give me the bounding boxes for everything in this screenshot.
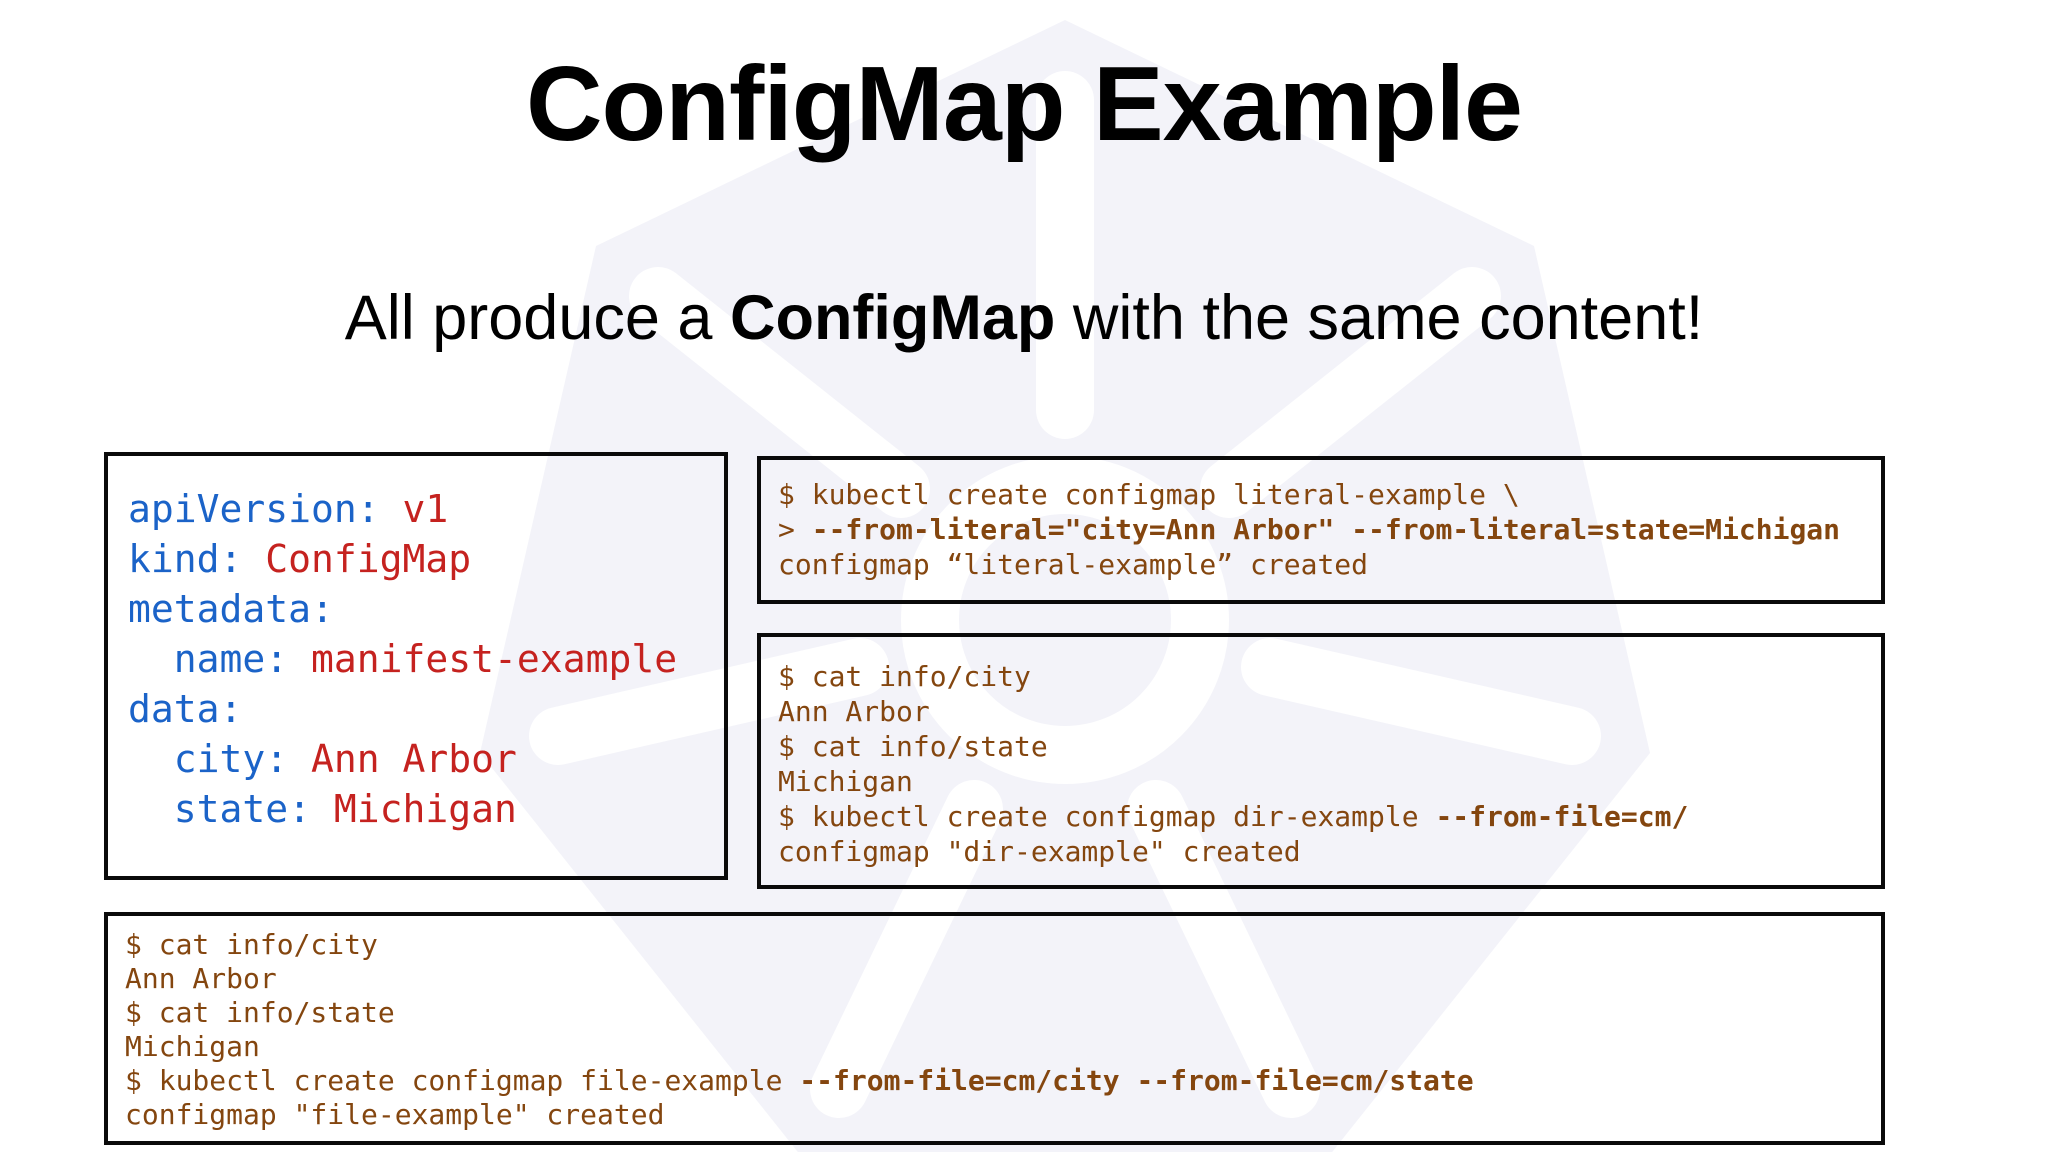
code-line: configmap "file-example" created [125, 1098, 1881, 1132]
page-title: ConfigMap Example [525, 45, 1523, 163]
terminal-text: $ cat info/state [778, 730, 1048, 763]
terminal-text: Ann Arbor [778, 695, 930, 728]
code-line: Michigan [778, 764, 1881, 799]
terminal-text: $ kubectl create configmap file-example [125, 1064, 800, 1097]
yaml-key: kind: [128, 537, 266, 581]
code-line: $ kubectl create configmap dir-example -… [778, 799, 1881, 834]
yaml-value: Michigan [333, 787, 517, 831]
yaml-key: name: [128, 637, 312, 681]
code-line: apiVersion: v1 [128, 484, 724, 534]
yaml-value: ConfigMap [265, 537, 472, 581]
code-line: Ann Arbor [125, 962, 1881, 996]
code-line: state: Michigan [128, 784, 724, 834]
code-line: $ kubectl create configmap file-example … [125, 1064, 1881, 1098]
watermark-heptagon [480, 20, 1650, 1152]
terminal-text: $ cat info/state [125, 996, 395, 1029]
terminal-text: $ cat info/city [125, 928, 378, 961]
yaml-value: v1 [402, 487, 449, 531]
code-line: configmap “literal-example” created [778, 547, 1881, 582]
yaml-value: manifest-example [311, 637, 678, 681]
terminal-text: Michigan [125, 1030, 260, 1063]
terminal-text: $ kubectl create configmap literal-examp… [778, 478, 1520, 511]
code-line: Michigan [125, 1030, 1881, 1064]
yaml-key: city: [128, 737, 312, 781]
code-line: data: [128, 684, 724, 734]
slide-subtitle: All produce a ConfigMap with the same co… [0, 282, 2048, 354]
subtitle-prefix: All produce a [344, 283, 730, 353]
yaml-key: apiVersion: [128, 487, 403, 531]
terminal-text: Ann Arbor [125, 962, 277, 995]
subtitle-emphasis: ConfigMap [729, 283, 1056, 353]
terminal-text: --from-file=cm/city --from-file=cm/state [799, 1064, 1474, 1097]
terminal-text: --from-literal="city=Ann Arbor" --from-l… [811, 513, 1841, 546]
terminal-text: Michigan [778, 765, 913, 798]
yaml-value: Ann Arbor [311, 737, 517, 781]
yaml-key: data: [128, 687, 243, 731]
code-line: city: Ann Arbor [128, 734, 724, 784]
terminal-text: configmap "dir-example" created [778, 835, 1301, 868]
code-line: metadata: [128, 584, 724, 634]
yaml-key: state: [128, 787, 334, 831]
code-line: $ cat info/city [778, 659, 1881, 694]
terminal-text: configmap "file-example" created [125, 1098, 665, 1131]
code-line: > --from-literal="city=Ann Arbor" --from… [778, 512, 1881, 547]
terminal-text: configmap “literal-example” created [778, 548, 1369, 581]
code-line: $ cat info/state [778, 729, 1881, 764]
terminal-literal-example-box: $ kubectl create configmap literal-examp… [757, 456, 1885, 604]
code-line: $ cat info/state [125, 996, 1881, 1030]
code-line: kind: ConfigMap [128, 534, 724, 584]
yaml-key: metadata: [128, 587, 334, 631]
code-line: $ cat info/city [125, 928, 1881, 962]
code-line: name: manifest-example [128, 634, 724, 684]
code-line: Ann Arbor [778, 694, 1881, 729]
terminal-text: > [778, 513, 812, 546]
terminal-text: --from-file=cm/ [1435, 800, 1689, 833]
terminal-text: $ cat info/city [778, 660, 1031, 693]
terminal-text: $ kubectl create configmap dir-example [778, 800, 1436, 833]
code-line: configmap "dir-example" created [778, 834, 1881, 869]
subtitle-suffix: with the same content! [1055, 283, 1704, 353]
code-line: $ kubectl create configmap literal-examp… [778, 477, 1881, 512]
